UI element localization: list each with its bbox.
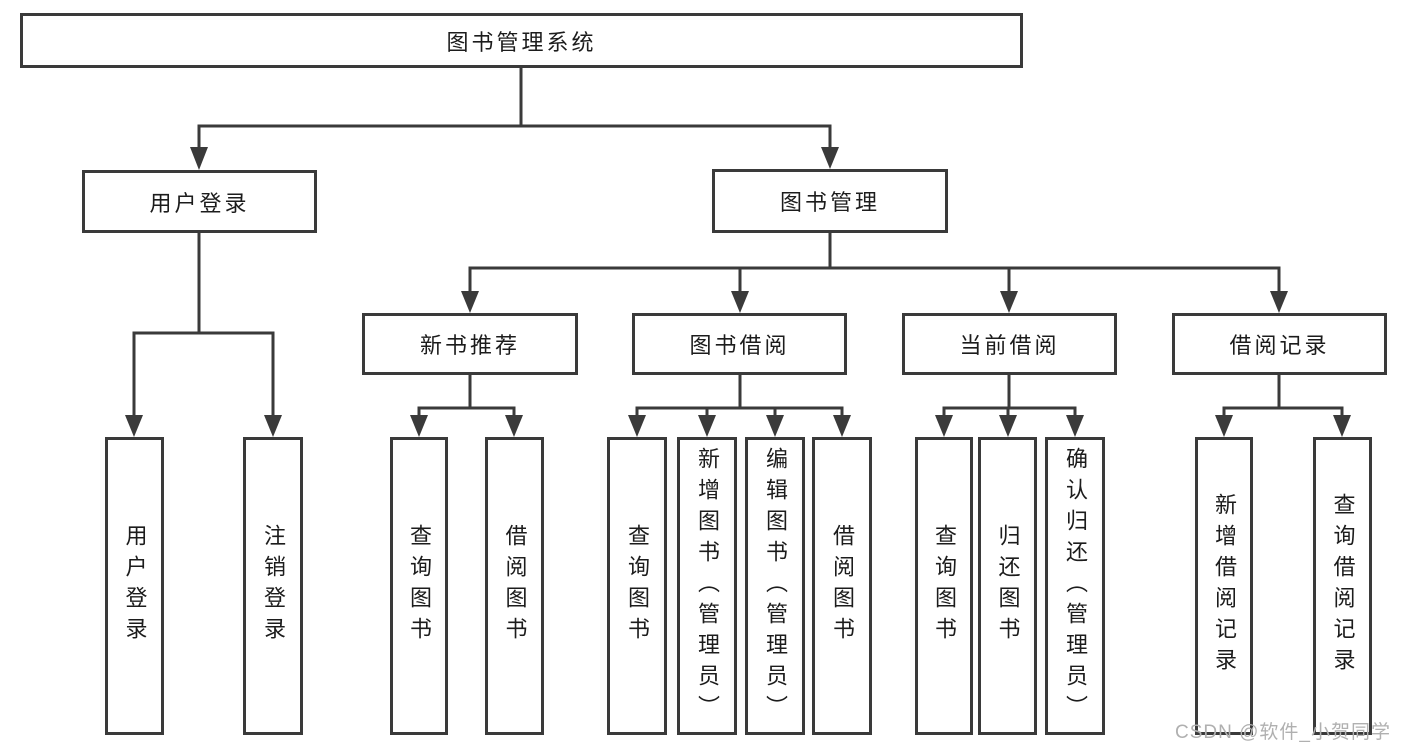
leaf-confirm-return-admin: 确认归还（管理员） xyxy=(1045,437,1105,735)
leaf-edit-book-admin: 编辑图书（管理员） xyxy=(745,437,805,735)
leaf-edit-book-admin-label: 编辑图书（管理员） xyxy=(763,446,788,726)
node-new-book-recommend: 新书推荐 xyxy=(362,313,578,375)
node-user-login: 用户登录 xyxy=(82,170,317,233)
node-book-borrow: 图书借阅 xyxy=(632,313,847,375)
leaf-borrow-books-2: 借阅图书 xyxy=(812,437,872,735)
leaf-user-login: 用户登录 xyxy=(105,437,164,735)
node-book-borrow-label: 图书借阅 xyxy=(689,333,790,358)
leaf-borrow-books: 借阅图书 xyxy=(485,437,544,735)
leaf-query-books-label: 查询图书 xyxy=(407,524,432,648)
node-borrow-records-label: 借阅记录 xyxy=(1229,333,1330,358)
leaf-query-books-2: 查询图书 xyxy=(607,437,667,735)
csdn-watermark: CSDN @软件_小贺同学 xyxy=(1175,722,1391,743)
leaf-query-borrow-record-label: 查询借阅记录 xyxy=(1330,493,1356,679)
leaf-query-borrow-record: 查询借阅记录 xyxy=(1313,437,1372,735)
leaf-borrow-books-2-label: 借阅图书 xyxy=(830,524,855,648)
node-library-system: 图书管理系统 xyxy=(20,13,1023,68)
leaf-logout: 注销登录 xyxy=(243,437,303,735)
node-book-management: 图书管理 xyxy=(712,169,948,233)
leaf-query-books-2-label: 查询图书 xyxy=(625,524,650,648)
leaf-return-books: 归还图书 xyxy=(978,437,1037,735)
leaf-confirm-return-admin-label: 确认归还（管理员） xyxy=(1063,446,1088,726)
leaf-add-borrow-record-label: 新增借阅记录 xyxy=(1212,493,1237,679)
leaf-user-login-label: 用户登录 xyxy=(122,524,148,648)
node-current-borrow: 当前借阅 xyxy=(902,313,1117,375)
node-current-borrow-label: 当前借阅 xyxy=(959,333,1060,358)
leaf-add-book-admin-label: 新增图书（管理员） xyxy=(695,446,720,726)
node-borrow-records: 借阅记录 xyxy=(1172,313,1387,375)
node-user-login-label: 用户登录 xyxy=(149,190,250,216)
node-library-system-label: 图书管理系统 xyxy=(446,29,597,55)
leaf-query-books-3: 查询图书 xyxy=(915,437,973,735)
leaf-add-borrow-record: 新增借阅记录 xyxy=(1195,437,1253,735)
leaf-return-books-label: 归还图书 xyxy=(995,524,1021,648)
node-new-book-recommend-label: 新书推荐 xyxy=(419,333,520,358)
leaf-query-books-3-label: 查询图书 xyxy=(932,524,957,648)
leaf-query-books: 查询图书 xyxy=(390,437,448,735)
node-book-management-label: 图书管理 xyxy=(779,190,880,215)
leaf-borrow-books-label: 借阅图书 xyxy=(502,524,528,648)
leaf-logout-label: 注销登录 xyxy=(261,524,286,648)
leaf-add-book-admin: 新增图书（管理员） xyxy=(677,437,737,735)
